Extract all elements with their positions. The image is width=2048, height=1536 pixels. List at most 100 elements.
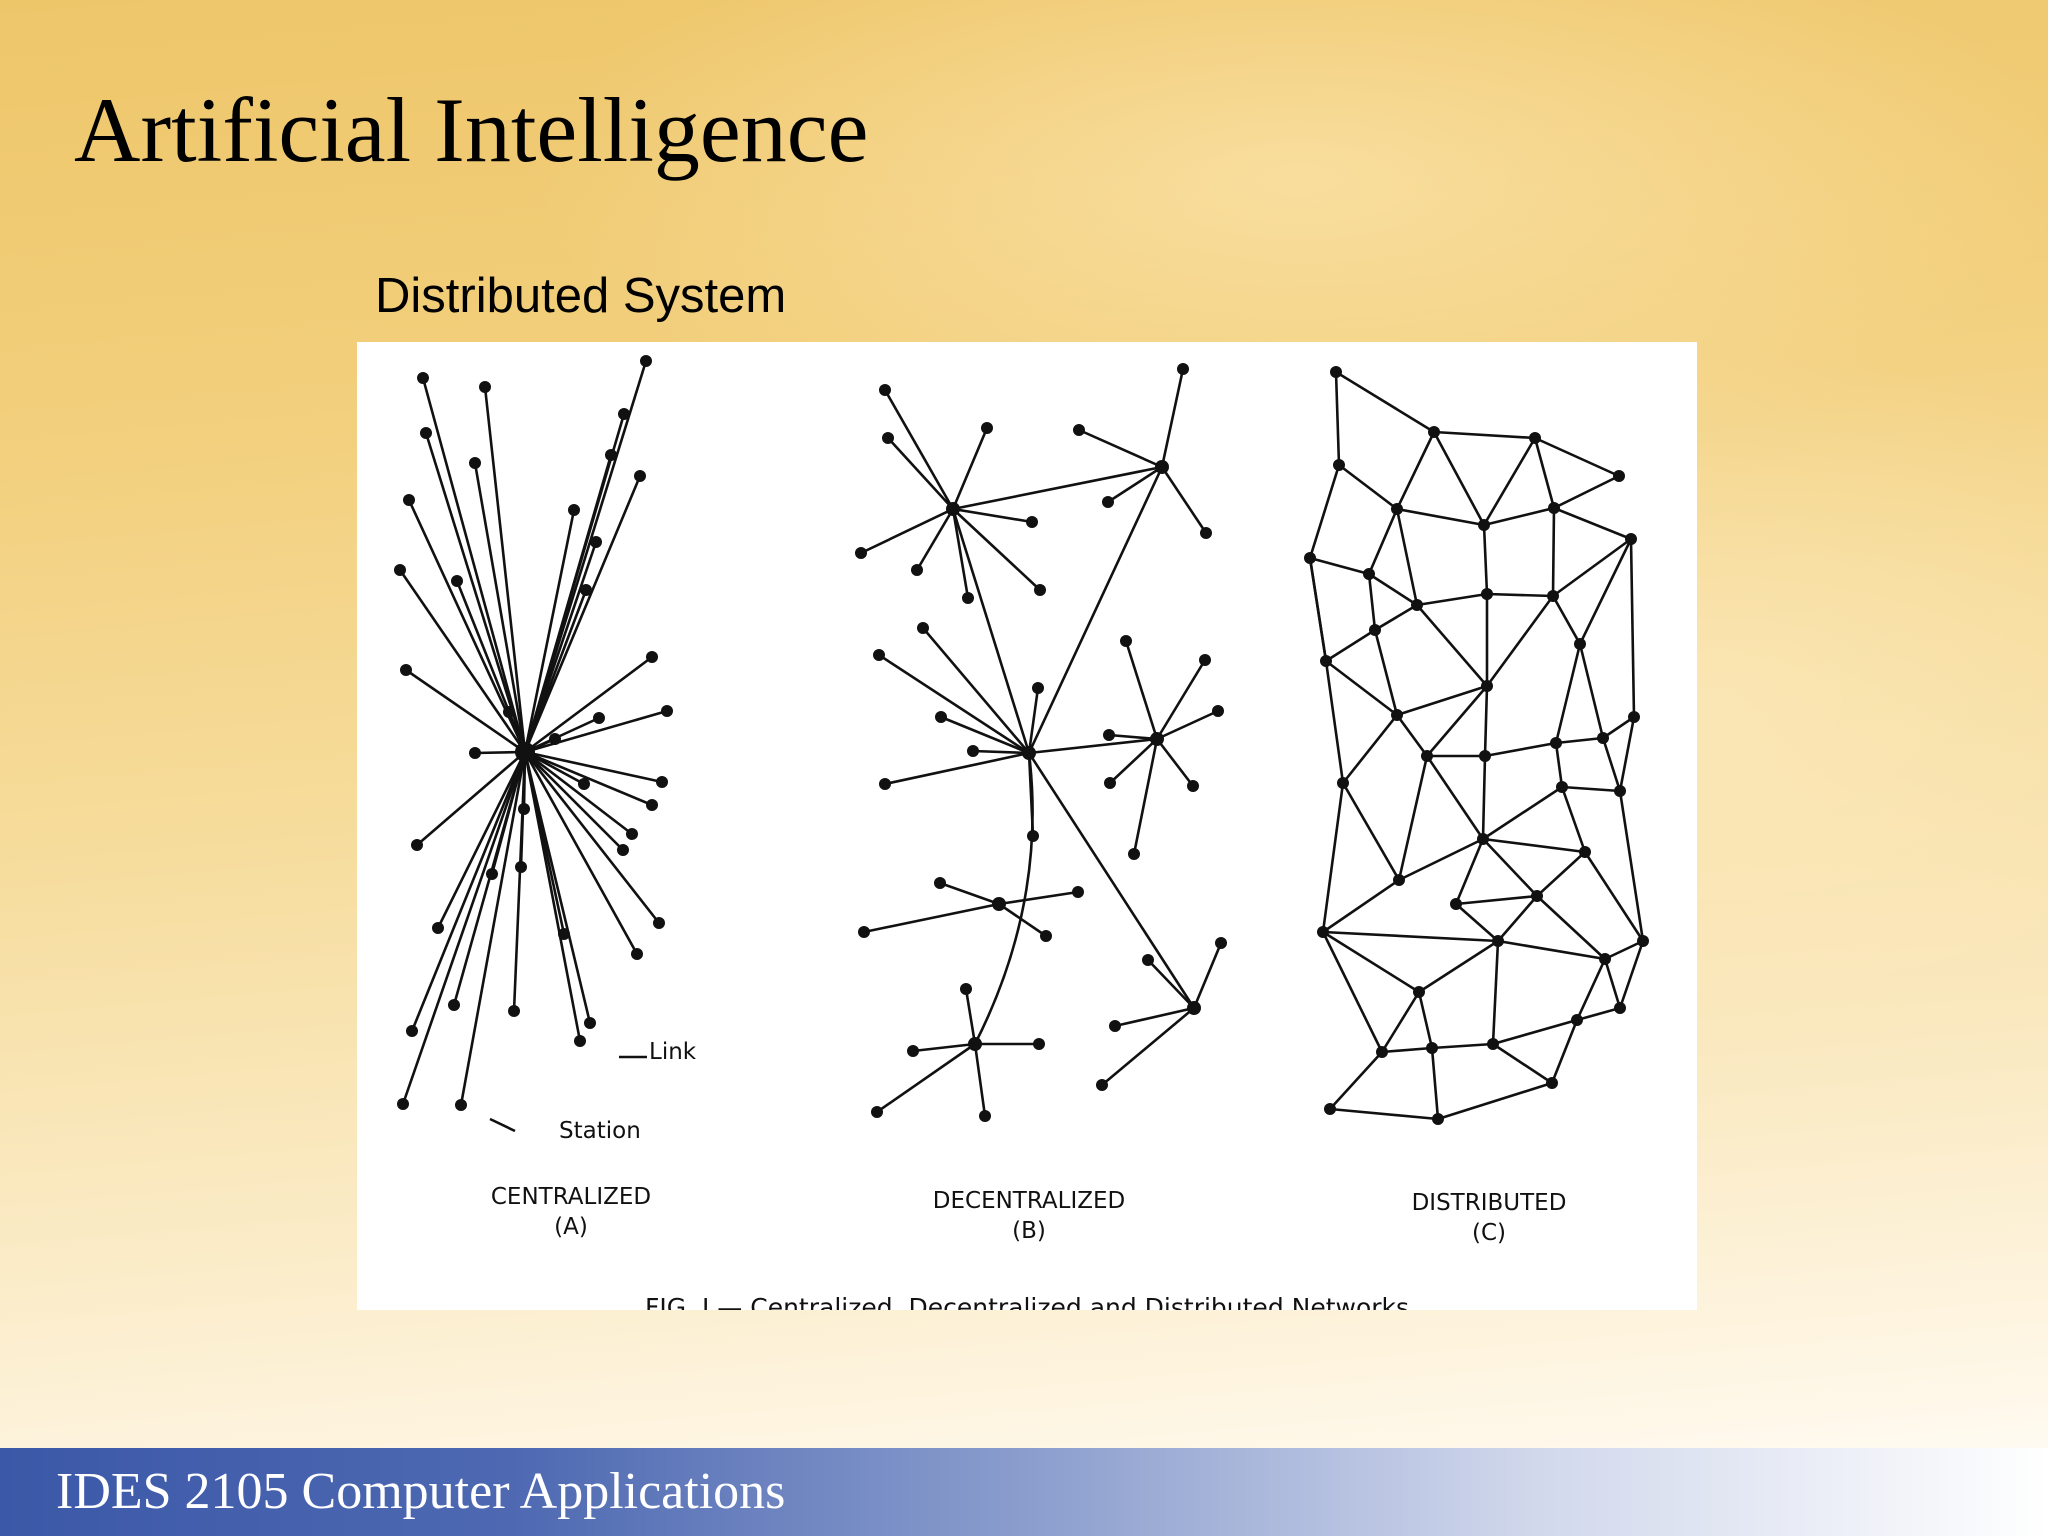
distributed-link: [1381, 1046, 1433, 1054]
distributed-node: [1550, 737, 1562, 749]
distributed-node: [1487, 1038, 1499, 1050]
centralized-link: [524, 655, 653, 754]
decentralized-link: [972, 749, 1030, 755]
centralized-link: [524, 709, 668, 754]
footer-course-title: IDES 2105 Computer Applications: [56, 1463, 786, 1520]
distributed-node: [1614, 785, 1626, 797]
distributed-link: [1482, 524, 1489, 595]
decentralized-link: [863, 902, 1000, 934]
distributed-node: [1548, 502, 1560, 514]
centralized-station: [455, 1099, 467, 1111]
distributed-link: [1367, 508, 1399, 575]
distributed-link: [1455, 894, 1538, 906]
figure-caption: FIG. I — Centralized, Decentralized and …: [645, 1293, 1409, 1310]
centralized-station: [640, 355, 652, 367]
decentralized-link: [1028, 737, 1158, 755]
distributed-link: [1550, 1019, 1579, 1084]
decentralized-link: [998, 902, 1047, 938]
centralized-station: [568, 504, 580, 516]
distributed-node: [1304, 552, 1316, 564]
distributed-node: [1333, 459, 1345, 471]
distributed-link: [1417, 991, 1434, 1049]
decentralized-link: [1108, 733, 1158, 741]
decentralized-station: [1200, 527, 1212, 539]
sub-decentralized: (B): [1012, 1218, 1046, 1244]
distributed-link: [1338, 463, 1398, 511]
distributed-link: [1367, 573, 1377, 631]
decentralized-station: [1040, 930, 1052, 942]
distributed-node: [1625, 533, 1637, 545]
centralized-station: [486, 868, 498, 880]
distributed-link: [1603, 958, 1622, 1009]
decentralized-station: [1128, 848, 1140, 860]
centralized-station: [574, 1035, 586, 1047]
distributed-node: [1413, 986, 1425, 998]
distributed-node: [1529, 432, 1541, 444]
distributed-node: [1317, 926, 1329, 938]
distributed-link: [1492, 1018, 1578, 1046]
decentralized-station: [1027, 830, 1039, 842]
distributed-node: [1547, 590, 1559, 602]
distributed-link: [1432, 431, 1486, 526]
decentralized-link: [860, 507, 954, 555]
distributed-node: [1324, 1103, 1336, 1115]
distributed-link: [1395, 508, 1419, 606]
decentralized-link: [951, 508, 970, 599]
centralized-link: [524, 716, 600, 754]
distributed-link: [1329, 1051, 1383, 1110]
centralized-station: [590, 536, 602, 548]
distributed-link: [1482, 437, 1537, 526]
centralized-hub: [515, 742, 535, 762]
distributed-link: [1329, 1107, 1439, 1121]
decentralized-link: [952, 507, 1033, 524]
centralized-link: [459, 751, 527, 1106]
distributed-node: [1428, 426, 1440, 438]
decentralized-link: [939, 881, 1000, 906]
distributed-link: [1602, 715, 1635, 740]
centralized-link: [473, 462, 527, 753]
distributed-link: [1485, 595, 1555, 687]
decentralized-link: [1156, 709, 1219, 741]
decentralized-link: [952, 508, 1041, 591]
centralized-station: [400, 664, 412, 676]
decentralized-link: [973, 1043, 987, 1117]
distributed-link: [1324, 660, 1345, 784]
distributed-link: [1416, 592, 1488, 607]
distributed-link: [1551, 595, 1582, 645]
decentralized-link: [1132, 738, 1159, 855]
centralized-station: [417, 372, 429, 384]
centralized-link: [524, 750, 653, 807]
decentralized-link: [883, 389, 955, 510]
distributed-link: [1321, 782, 1345, 933]
slide-title: Artificial Intelligence: [74, 79, 869, 181]
network-figure: Link Station CENTRALIZED (A) DECENTRALIZ…: [357, 342, 1697, 1310]
distributed-link: [1455, 903, 1499, 942]
centralized-station: [451, 575, 463, 587]
distributed-node: [1481, 680, 1493, 692]
distributed-node: [1320, 655, 1332, 667]
distributed-link: [1497, 895, 1538, 942]
distributed-link: [1536, 851, 1586, 897]
distributed-node: [1432, 1113, 1444, 1125]
decentralized-station: [960, 983, 972, 995]
centralized-link: [523, 541, 598, 753]
distributed-link: [1483, 685, 1489, 757]
distributed-link: [1553, 506, 1632, 541]
centralized-link: [401, 751, 527, 1105]
decentralized-hub: [1150, 732, 1164, 746]
distributed-node: [1628, 711, 1640, 723]
distributed-node: [1411, 599, 1423, 611]
distributed-link: [1335, 370, 1435, 434]
distributed-link: [1629, 538, 1636, 718]
decentralized-station: [1096, 1079, 1108, 1091]
decentralized-link: [876, 1042, 976, 1114]
station-leader: [489, 1117, 516, 1133]
decentralized-link: [1027, 466, 1164, 754]
distributed-link: [1437, 1081, 1553, 1121]
distributed-node: [1391, 709, 1403, 721]
decentralized-link: [1160, 368, 1185, 468]
centralized-link: [421, 377, 527, 753]
decentralized-station: [967, 745, 979, 757]
centralized-station: [479, 381, 491, 393]
centralized-station: [403, 494, 415, 506]
